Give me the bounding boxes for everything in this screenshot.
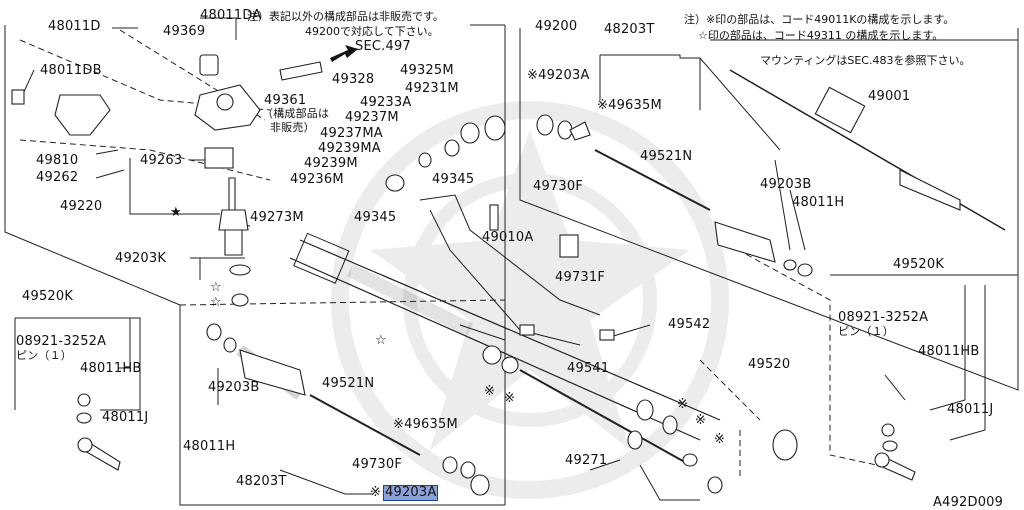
sec-arrow-icon [330, 45, 358, 62]
part-08921-left[interactable]: 08921-3252A [16, 334, 107, 349]
part-49263[interactable]: 49263 [140, 153, 183, 168]
part-48011H-bottom[interactable]: 48011H [183, 439, 236, 454]
star-marker: ★ [170, 205, 182, 220]
part-49345-b[interactable]: 49345 [354, 210, 397, 225]
part-49203A-bottom-highlighted[interactable]: 49203A [383, 485, 439, 501]
part-49239MA[interactable]: 49239MA [318, 141, 381, 156]
part-49231M[interactable]: 49231M [405, 81, 459, 96]
kome-marker-2: ※ [504, 391, 516, 406]
part-08921-right[interactable]: 08921-3252A [838, 310, 929, 325]
part-48203T-top[interactable]: 48203T [604, 22, 655, 37]
part-49520-mid[interactable]: 49520 [748, 357, 791, 372]
part-49001[interactable]: 49001 [868, 89, 911, 104]
part-49521N-top[interactable]: 49521N [640, 149, 693, 164]
note-mounting-ref: マウンティングはSEC.483を参照下さい。 [760, 54, 971, 67]
part-48011J-right[interactable]: 48011J [947, 402, 994, 417]
white-star-marker-2: ☆ [210, 295, 222, 310]
part-49810[interactable]: 49810 [36, 153, 79, 168]
note-components-a: （構成部品は [262, 107, 330, 120]
part-48011HB-right[interactable]: 48011HB [918, 344, 980, 359]
part-49203A-top[interactable]: ※49203A [527, 68, 590, 83]
part-49233A[interactable]: 49233A [360, 95, 412, 110]
part-49203B-bottom[interactable]: 49203B [208, 380, 260, 395]
kome-marker-1: ※ [484, 384, 496, 399]
white-star-marker-1: ☆ [210, 280, 222, 295]
part-49369[interactable]: 49369 [163, 24, 206, 39]
kome-marker-3: ※ [677, 397, 689, 412]
part-49328[interactable]: 49328 [332, 72, 375, 87]
part-49239M[interactable]: 49239M [304, 156, 358, 171]
part-49203B-top[interactable]: 49203B [760, 177, 812, 192]
part-49271[interactable]: 49271 [565, 453, 608, 468]
part-49635M-bottom[interactable]: ※49635M [393, 417, 458, 432]
part-49345-a[interactable]: 49345 [432, 172, 475, 187]
diagram-code: A492D009 [933, 495, 1004, 510]
part-49325M[interactable]: 49325M [400, 63, 454, 78]
part-49730F-top[interactable]: 49730F [533, 179, 584, 194]
part-48011J-left[interactable]: 48011J [102, 410, 149, 425]
part-49236M[interactable]: 49236M [290, 172, 344, 187]
part-49361[interactable]: 49361 [264, 93, 307, 108]
part-49262[interactable]: 49262 [36, 170, 79, 185]
part-48011HB-left[interactable]: 48011HB [80, 361, 142, 376]
part-49520K-left[interactable]: 49520K [22, 289, 74, 304]
part-49635M-top[interactable]: ※49635M [597, 98, 662, 113]
note-pin-right: ピン（１） [838, 325, 894, 338]
note-star-mark: ☆印の部品は、コード49311 の構成を示します。 [698, 29, 944, 42]
note-components-b: 非販売） [270, 121, 315, 134]
white-star-marker-3: ☆ [375, 333, 387, 348]
part-49220[interactable]: 49220 [60, 199, 103, 214]
note-pin-left: ピン（１） [16, 349, 72, 362]
part-49203A-bottom-mark: ※ [370, 485, 382, 500]
sec-497-link[interactable]: SEC.497 [355, 39, 411, 54]
part-49010A[interactable]: 49010A [482, 230, 534, 245]
kome-marker-4: ※ [695, 413, 707, 428]
part-49203K[interactable]: 49203K [115, 251, 167, 266]
part-48203T-bottom[interactable]: 48203T [236, 474, 287, 489]
part-48011DB[interactable]: 48011DB [40, 63, 102, 78]
part-49730F-bottom[interactable]: 49730F [352, 457, 403, 472]
part-49542[interactable]: 49542 [668, 317, 711, 332]
part-49237MA[interactable]: 49237MA [320, 126, 383, 141]
watermark-emblem [331, 101, 729, 499]
part-49731F[interactable]: 49731F [555, 270, 606, 285]
note-not-sold-1: 注）表記以外の構成部品は非販売です。 [247, 10, 444, 23]
part-49200[interactable]: 49200 [535, 19, 578, 34]
part-49541[interactable]: 49541 [567, 361, 610, 376]
part-49521N-bottom[interactable]: 49521N [322, 376, 375, 391]
part-48011DA[interactable]: 48011DA [200, 8, 262, 23]
part-49237M[interactable]: 49237M [345, 110, 399, 125]
note-not-sold-2: 49200で対応して下さい。 [305, 25, 439, 38]
part-49273M[interactable]: 49273M [250, 210, 304, 225]
kome-marker-5: ※ [714, 432, 726, 447]
part-48011D[interactable]: 48011D [48, 19, 101, 34]
part-48011H-top[interactable]: 48011H [792, 195, 845, 210]
part-49520K-right[interactable]: 49520K [893, 257, 945, 272]
note-kome-mark: 注）※印の部品は、コード49011Kの構成を示します。 [684, 13, 955, 26]
